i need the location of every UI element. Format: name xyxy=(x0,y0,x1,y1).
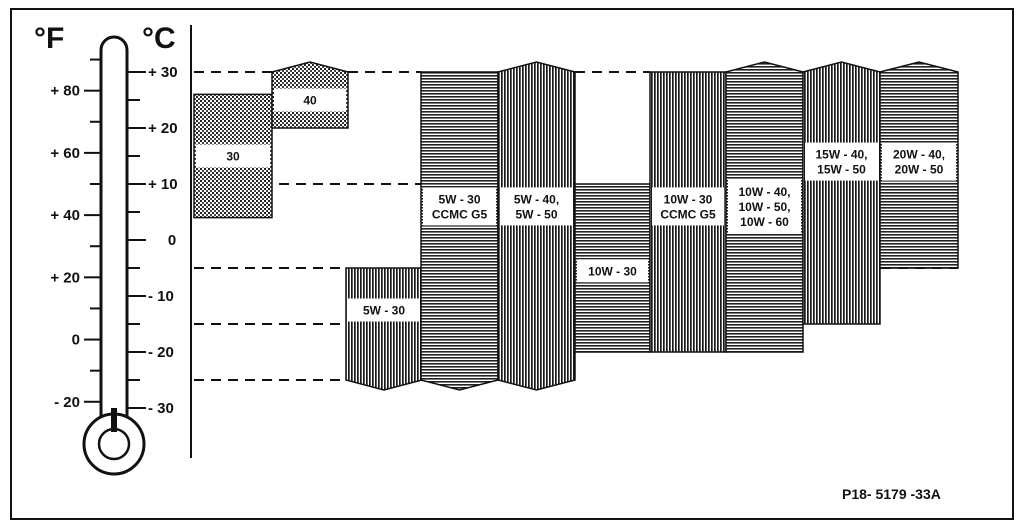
oil-grade-label: 5W - 40, xyxy=(514,192,559,206)
celsius-tick-label: + 30 xyxy=(148,64,178,81)
oil-grade-label: 20W - 40, xyxy=(893,148,945,162)
fahrenheit-tick-label: 0 xyxy=(72,332,80,349)
oil-grade-label: 20W - 50 xyxy=(895,163,944,177)
oil-grade-label: 5W - 30 xyxy=(363,304,405,318)
oil-grade-bar: 10W - 30 xyxy=(574,183,651,353)
celsius-tick-label: + 10 xyxy=(148,176,178,193)
oil-grade-bar: 15W - 40,15W - 50 xyxy=(802,61,881,325)
oil-grade-label: 30 xyxy=(226,150,240,164)
figure-code: P18- 5179 -33A xyxy=(842,486,941,502)
oil-grade-label: 10W - 40, xyxy=(738,185,790,199)
fahrenheit-tick-label: - 20 xyxy=(54,394,80,411)
oil-grade-bar: 10W - 40,10W - 50,10W - 60 xyxy=(725,61,804,353)
oil-grade-bar: 5W - 40,5W - 50 xyxy=(497,61,576,391)
oil-grade-label-box xyxy=(805,142,878,181)
oil-grade-label-box xyxy=(882,142,956,181)
oil-grade-bar: 20W - 40,20W - 50 xyxy=(879,61,959,269)
oil-grade-bar-fill xyxy=(345,267,423,391)
thermometer-icon xyxy=(82,35,146,476)
oil-grade-bar: 30 xyxy=(193,93,273,219)
celsius-tick-label: 0 xyxy=(168,232,176,249)
oil-grade-bar-fill xyxy=(802,61,881,325)
oil-grade-label: 10W - 60 xyxy=(740,215,789,229)
celsius-tick-label: - 20 xyxy=(148,344,174,361)
oil-grade-label-box xyxy=(728,179,801,233)
oil-grade-label-box xyxy=(577,259,648,283)
oil-grade-bar: 40 xyxy=(271,61,349,129)
celsius-scale: + 30 + 20 + 10 0 - 10 - 20 - 30 xyxy=(128,64,178,417)
celsius-tick-label: - 30 xyxy=(148,400,174,417)
fahrenheit-tick-label: + 20 xyxy=(50,269,80,286)
celsius-tick-label: - 10 xyxy=(148,288,174,305)
oil-grade-bar: 5W - 30 xyxy=(345,267,423,391)
oil-grade-label-box xyxy=(500,187,573,226)
oil-grade-label: CCMC G5 xyxy=(432,207,488,221)
oil-grade-label-box xyxy=(348,298,420,322)
fahrenheit-tick-label: + 60 xyxy=(50,145,80,162)
oil-grade-bar-fill xyxy=(497,61,576,391)
oil-grade-label-box xyxy=(423,187,496,226)
oil-grade-label: 40 xyxy=(303,94,317,108)
fahrenheit-tick-label: + 40 xyxy=(50,207,80,224)
fahrenheit-tick-label: + 80 xyxy=(50,83,80,100)
oil-grade-label: CCMC G5 xyxy=(660,207,716,221)
celsius-unit-label: °C xyxy=(142,22,176,55)
oil-grade-label: 15W - 50 xyxy=(817,163,866,177)
oil-grade-bar-fill xyxy=(420,71,499,391)
oil-grade-label: 10W - 30 xyxy=(664,192,713,206)
fahrenheit-scale: + 80 + 60 + 40 + 20 0 - 20 xyxy=(50,58,100,411)
oil-grade-label: 5W - 50 xyxy=(515,207,557,221)
fahrenheit-unit-label: °F xyxy=(34,22,64,55)
oil-grade-label-box xyxy=(196,144,270,168)
oil-grade-label-box xyxy=(274,88,346,112)
celsius-tick-label: + 20 xyxy=(148,120,178,137)
oil-grade-label-box xyxy=(652,187,724,226)
oil-grade-label: 10W - 30 xyxy=(588,264,637,278)
oil-grade-label: 5W - 30 xyxy=(438,192,480,206)
oil-grade-label: 15W - 40, xyxy=(815,148,867,162)
oil-grade-label: 10W - 50, xyxy=(738,200,790,214)
